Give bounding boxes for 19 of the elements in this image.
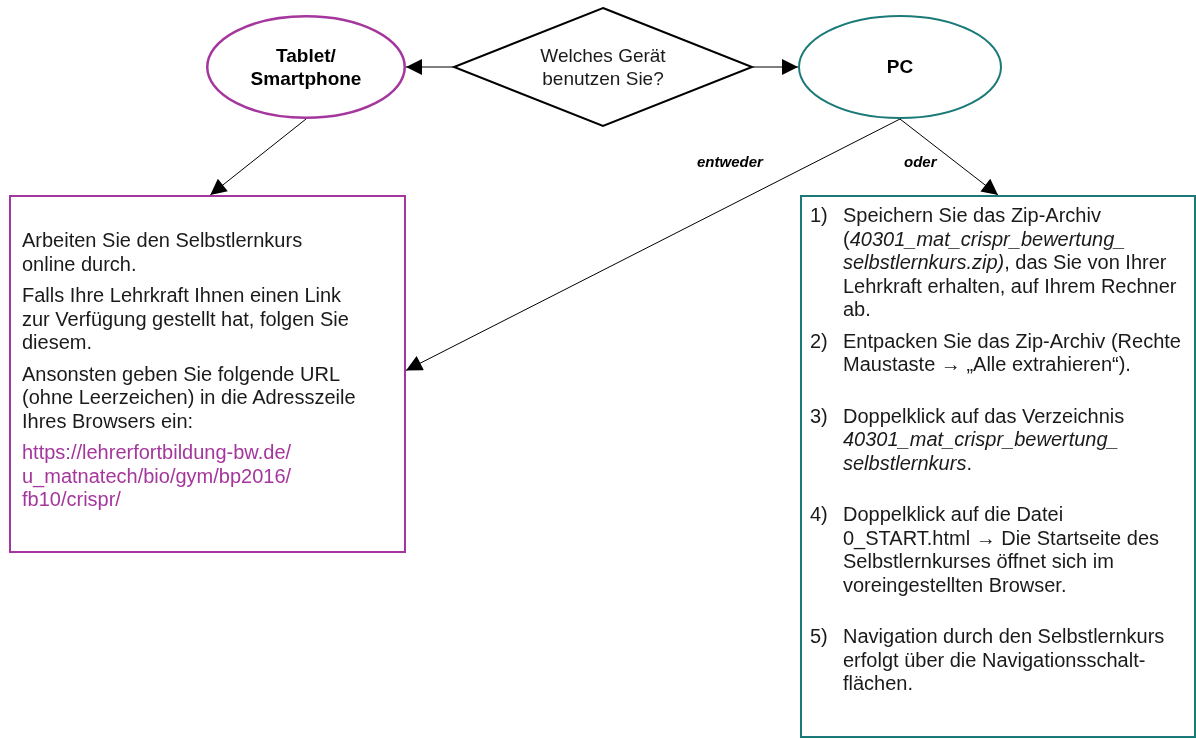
node-label: PC	[885, 55, 915, 79]
url-text: https://lehrerfortbildung-bw.de/u_matnatech/bio/gym/bp2016/fb10/crispr/	[22, 441, 293, 512]
arrow	[405, 118, 901, 371]
arrow	[899, 118, 999, 196]
question-text: Welches Gerät benutzen Sie?	[539, 43, 667, 91]
paragraph: Ansonsten geben Sie folgende URL (ohne Leerzeichen) in die Adresszeile Ihres Browsers ein:	[22, 362, 357, 433]
step-text: 1) Speichern Sie das Zip-Archiv (40301_mat_crispr_bewertung_ selbstlernkurs.zip), das Sie von Ihrer Lehrkraft erhalten, auf Ihrem Rechner ab.	[810, 204, 1178, 322]
edge-label: oder	[902, 153, 939, 170]
step-text: 2) Entpacken Sie das Zip-Archiv (Rechte Maustaste → „Alle extrahieren“).	[810, 329, 1182, 377]
paragraph: Falls Ihre Lehrkraft Ihnen einen Link zur Verfügung gestellt hat, folgen Sie diesem.	[22, 284, 350, 355]
step-text: 4) Doppelklick auf die Datei 0_START.html → Die Startseite des Selbstlernkurses öffnet sich im voreingestellten Browser.	[810, 503, 1161, 597]
arrow	[209, 118, 307, 196]
edge-label: entweder	[695, 153, 765, 170]
arrow	[752, 59, 799, 75]
step-text: 5) Navigation durch den Selbstlernkurs erfolgt über die Navigationsschalt- flächen.	[810, 625, 1166, 696]
paragraph: Arbeiten Sie den Selbstlernkurs online durch.	[22, 229, 304, 276]
step-text: 3) Doppelklick auf das Verzeichnis 40301_mat_crispr_bewertung_ selbstlernkurs.	[810, 404, 1126, 475]
arrow	[405, 59, 454, 75]
node-label: Tablet/ Smartphone	[249, 43, 363, 91]
